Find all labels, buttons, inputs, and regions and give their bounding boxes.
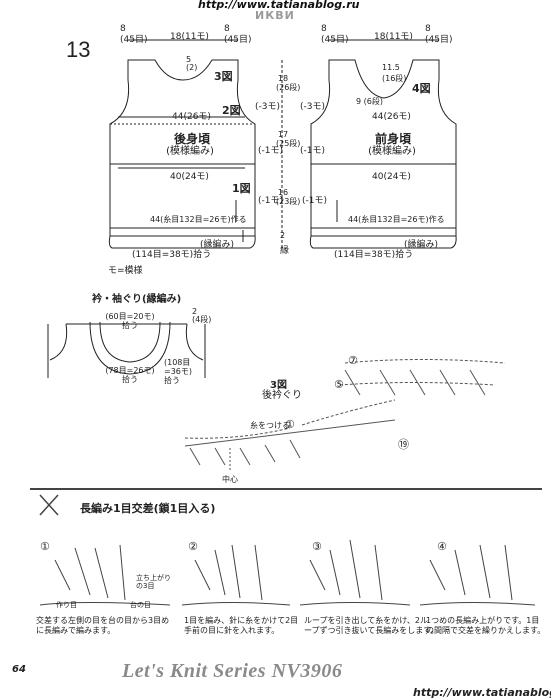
diagram3-start: 糸をつける [250,421,290,430]
back-top-center: 18(11モ) [170,32,209,42]
back-edge: (縁編み) [200,240,235,250]
front-title: 前身頃 [374,132,411,146]
step-2-marker: ② [188,540,198,553]
mid-s2: 17(25段) [276,130,301,148]
front-top-center: 18(11モ) [374,32,413,42]
section-divider [30,488,542,490]
step1-base-label: 台の目 [130,601,151,609]
row-7-marker: ⑦ [348,354,358,367]
mid-s1: 18(26段) [276,74,301,92]
front-piece-outline [309,59,457,249]
step3-caption: ループを引き出して糸をかけ、2ループずつ引き抜いて長編みをします。 [304,616,439,635]
front-top-right: 8(45目) [425,24,453,45]
row-1-marker: ① [285,418,295,431]
step1-rise-label: 立ち上がりの3目 [136,574,171,590]
front-hem: 44(糸目132目=26モ)作る [348,215,445,224]
mid-c2: (-1モ) [258,196,283,206]
step2-caption: 1目を編み、針に糸をかけて2目手前の目に針を入れます。 [184,616,299,635]
back-hem: 44(糸目132目=26モ)作る [150,215,247,224]
step-4-marker: ④ [437,540,447,553]
front-c1: (-1モ) [300,146,325,156]
back-zone-2: 2図 [222,104,241,117]
back-title: 後身頃 [173,132,210,146]
watermark: ИКВИ [255,9,295,22]
border-title: 衿・袖ぐり(縁編み) [92,294,182,305]
front-c2: (-1モ) [302,196,327,206]
front-subtitle: (模様編み) [368,146,416,157]
back-bottom: (114目=38モ)拾う [132,250,212,260]
series-title: Let's Knit Series NV3906 [122,660,343,682]
diagram3-center: 中心 [222,475,238,484]
mid-s3: 16(23段) [276,188,301,206]
border-side: 2(4段) [192,307,212,324]
footer-url[interactable]: http://www.tatianablog.ru [413,686,551,699]
front-neck2: 9 (6段) [356,97,383,106]
diagram3-subtitle: 後衿ぐり [262,390,302,401]
back-top-left: 8(45目) [120,24,148,45]
back-row44: 44(26モ) [172,112,211,122]
back-zone-3: 3図 [214,70,233,83]
step-3-marker: ③ [312,540,322,553]
page-number: 64 [12,664,26,675]
step1-chain-label: 作り目 [56,601,77,609]
crochet-chart-3 [184,359,506,472]
border-neck-top: (60目=20モ)拾う [105,312,155,330]
back-zone-1: 1図 [232,182,251,195]
pattern-number: 13 [66,37,91,62]
front-row44: 44(26モ) [372,112,411,122]
back-row40: 40(24モ) [170,172,209,182]
front-top-left: 8(45目) [321,24,349,45]
legend: モ=模様 [108,266,143,276]
row-19-marker: ⑲ [398,438,409,451]
border-neck-bottom: (78目=26モ)拾う [105,366,155,384]
mid-bottom: 縁 [280,246,290,256]
step4-caption: 1つめの長編み上がりです。1目の間隔で交差を繰りかえします。 [426,616,546,635]
mid-s4: 2 [280,231,286,240]
front-dec: (-3モ) [300,102,325,112]
mid-c1: (-1モ) [258,146,283,156]
back-top-right: 8(45目) [224,24,252,45]
border-outline [47,323,206,378]
front-row40: 40(24モ) [372,172,411,182]
back-subtitle: (模様編み) [166,146,214,157]
technique-title: 長編み1目交差(鎖1目入る) [80,502,216,515]
back-neck-rows: 5(2) [186,55,198,72]
step1-caption: 交差する左側の目を台の目から3目めに長編みで編みます。 [36,616,170,635]
step-1-marker: ① [40,540,50,553]
front-edge: (縁編み) [404,240,439,250]
technique-hand-drawings [39,494,536,606]
diagram3-title: 3図 [270,380,287,391]
front-neck: 11.5(16段) [382,63,407,83]
back-piece-outline [108,59,256,249]
border-arm: (108目=36モ)拾う [164,358,193,385]
front-bottom: (114目=38モ)拾う [334,250,414,260]
header-url[interactable]: http://www.tatianablog.ru [198,0,360,11]
back-dec: (-3モ) [255,102,280,112]
front-zone-4: 4図 [412,82,431,95]
row-5-marker: ⑤ [334,378,344,391]
